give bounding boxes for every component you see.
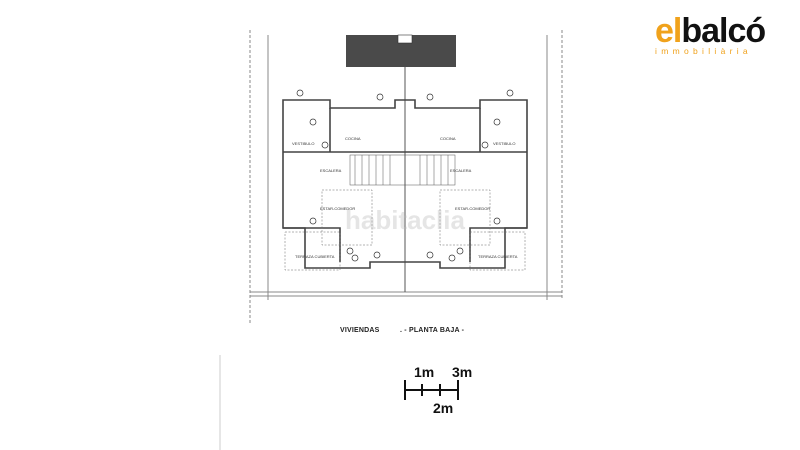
room-label: VESTIBULO (292, 141, 314, 146)
logo-prefix: el (655, 12, 682, 50)
plan-title-right: . - PLANTA BAJA - (400, 327, 465, 334)
scale-label-2m: 2m (433, 400, 454, 416)
scale-label-1m: 1m (414, 364, 435, 380)
plan-title-left: VIVIENDAS (340, 327, 380, 334)
lot-boundary (219, 30, 563, 450)
room-label: TERRAZA CUBIERTA (295, 254, 335, 259)
logo-tagline: immobiliària (655, 46, 752, 56)
room-label: VESTIBULO (493, 141, 515, 146)
plan-markers (296, 89, 514, 262)
room-label: ESTAR-COMEDOR (320, 206, 355, 211)
scale-label-3m: 3m (452, 364, 473, 380)
room-label: ESCALERA (450, 168, 472, 173)
watermark: habitaclia (345, 205, 465, 235)
room-label: COCINA (345, 136, 361, 141)
stairs (349, 154, 456, 186)
building-walls (282, 99, 528, 269)
logo-name: balcó (681, 12, 766, 50)
room-label: COCINA (440, 136, 456, 141)
room-label: TERRAZA CUBIERTA (478, 254, 518, 259)
scale-bar (404, 380, 459, 400)
brand-logo: elbalcó immobiliària (655, 14, 795, 56)
room-label: ESTAR-COMEDOR (455, 206, 490, 211)
room-label: ESCALERA (320, 168, 342, 173)
